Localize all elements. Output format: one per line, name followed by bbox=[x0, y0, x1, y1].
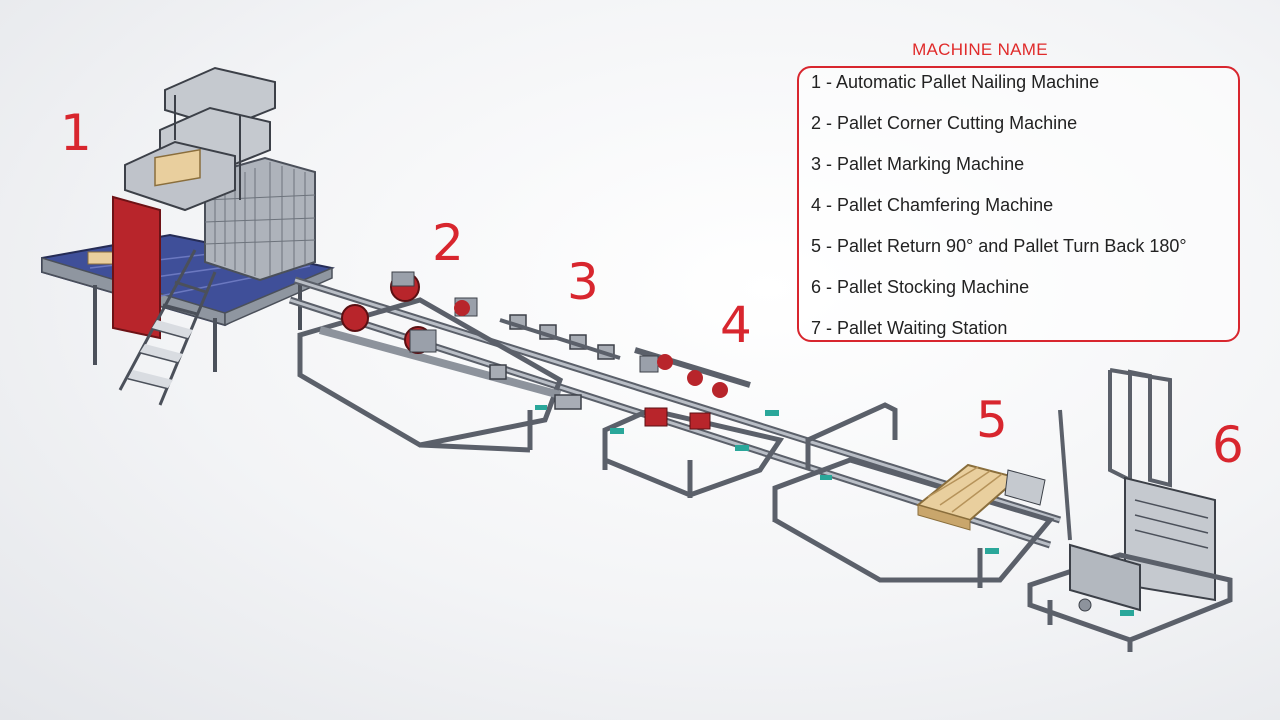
machine-2-corner-cutting bbox=[297, 271, 564, 453]
machine-6-stocking bbox=[1027, 368, 1233, 652]
legend-box: 1 - Automatic Pallet Nailing Machine 2 -… bbox=[797, 66, 1240, 342]
legend-item-3: 3 - Pallet Marking Machine bbox=[811, 154, 1025, 174]
machine-3-marking bbox=[489, 314, 621, 410]
machine-1-red-guard bbox=[112, 195, 161, 340]
legend-item-7: 7 - Pallet Waiting Station bbox=[811, 318, 1008, 338]
station-number-5: 5 bbox=[976, 391, 1008, 449]
station-number-6: 6 bbox=[1212, 416, 1244, 474]
guide-blocks bbox=[535, 405, 832, 480]
legend-item-2: 2 - Pallet Corner Cutting Machine bbox=[811, 113, 1078, 133]
station-number-2: 2 bbox=[432, 214, 464, 272]
machine-5-return-turn bbox=[772, 402, 1055, 588]
legend-title: MACHINE NAME bbox=[912, 40, 1048, 59]
station-number-4: 4 bbox=[720, 296, 752, 354]
legend-item-4: 4 - Pallet Chamfering Machine bbox=[811, 195, 1054, 215]
legend-item-1: 1 - Automatic Pallet Nailing Machine bbox=[811, 72, 1100, 92]
legend-item-6: 6 - Pallet Stocking Machine bbox=[811, 277, 1030, 297]
machine-4-chamfering bbox=[602, 347, 785, 498]
legend-item-5: 5 - Pallet Return 90° and Pallet Turn Ba… bbox=[811, 236, 1187, 256]
legend-list: 1 - Automatic Pallet Nailing Machine 2 -… bbox=[811, 70, 1187, 357]
station-number-1: 1 bbox=[60, 104, 92, 162]
machine-1-nailing bbox=[41, 66, 335, 406]
station-number-3: 3 bbox=[567, 253, 599, 311]
